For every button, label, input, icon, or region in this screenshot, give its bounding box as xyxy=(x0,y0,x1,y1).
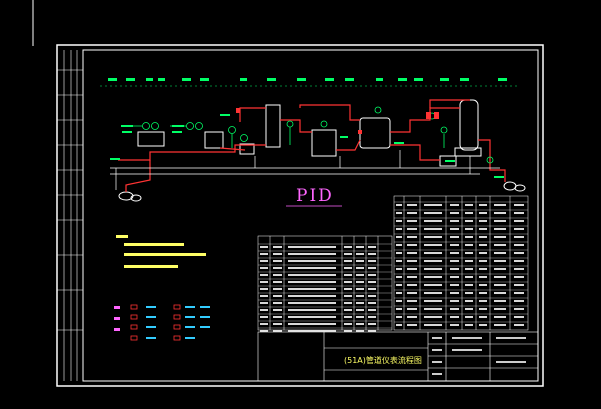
tower-base xyxy=(454,147,482,157)
valves xyxy=(236,108,439,134)
outer-frame xyxy=(56,44,544,387)
notes-block xyxy=(116,235,206,268)
equipment-table-rows xyxy=(258,243,392,332)
instrument-table xyxy=(393,195,529,331)
utility-lines xyxy=(110,150,500,190)
equipment xyxy=(118,99,526,202)
pump-p2 xyxy=(130,194,142,202)
pump-p3 xyxy=(503,181,517,191)
reactor-c xyxy=(359,117,391,149)
symbol-legend xyxy=(114,304,210,341)
stream-tags xyxy=(108,78,507,81)
exchanger-2 xyxy=(439,155,457,167)
equipment-table xyxy=(257,235,393,331)
tower-d xyxy=(459,99,479,151)
pump-skid-2 xyxy=(137,131,165,147)
title-block xyxy=(257,331,539,382)
pump-p4 xyxy=(514,184,526,192)
revision-strip xyxy=(57,50,83,381)
title-block-fields xyxy=(432,337,526,375)
instrument-table-rows xyxy=(394,201,528,326)
process-pipes xyxy=(118,99,506,192)
column-a xyxy=(265,104,281,148)
pump-skid-1 xyxy=(204,131,224,149)
instrument-labels xyxy=(110,114,504,178)
sheet-title: (51A)管道仪表流程图 xyxy=(344,355,422,365)
vessel-b xyxy=(311,129,337,157)
drawing-title: PID xyxy=(296,186,334,206)
